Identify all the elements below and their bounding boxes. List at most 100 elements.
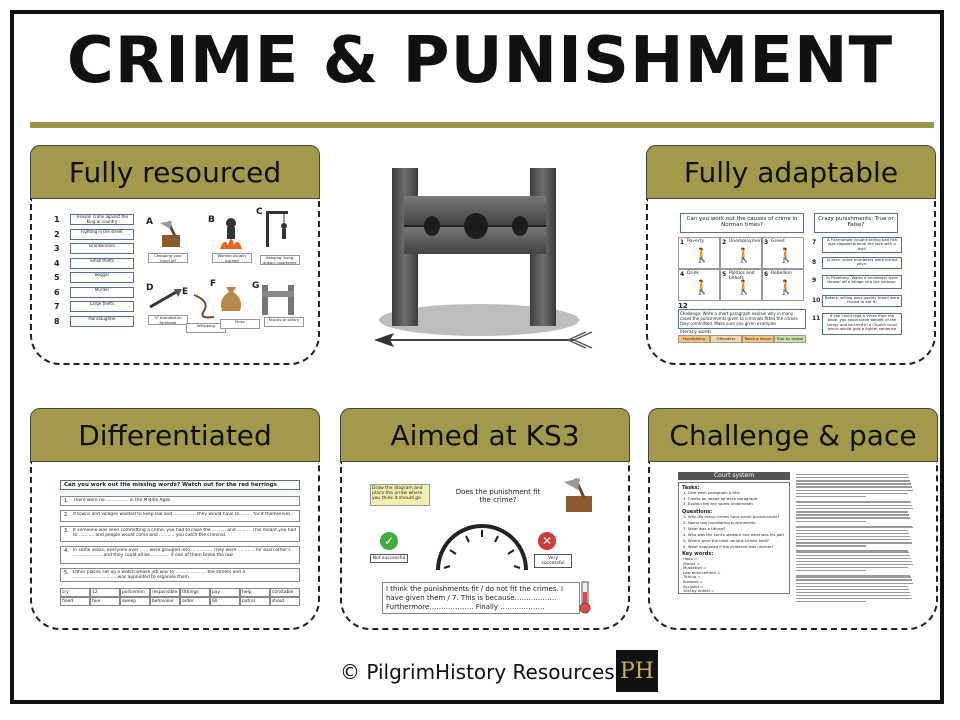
keyword-item: Trial by ordeal = (683, 588, 715, 594)
fact-box: In Kent, some murderers were buried aliv… (822, 257, 902, 269)
item-text: In some areas, everyone over ...... were… (73, 548, 291, 558)
not-successful-label: Not successful (370, 554, 408, 563)
crime-number: 5 (54, 273, 60, 282)
fill-item: 5. Other places set up a watch whose job … (60, 568, 300, 582)
ph-logo: PH (616, 650, 658, 692)
crime-number: 4 (54, 258, 60, 268)
stocks-image (370, 150, 588, 340)
word-bank-cell: 12 (90, 588, 120, 597)
item-number: 5. (64, 570, 69, 576)
text-line (796, 591, 910, 594)
text-line (796, 563, 913, 566)
card-heading: Fully adaptable (646, 145, 936, 199)
fill-item: 4. In some areas, everyone over ...... we… (60, 546, 300, 564)
word-bank-cell: cry (60, 588, 90, 597)
item-number: 2. (64, 512, 69, 518)
crime-box: Manslaughter (70, 315, 134, 327)
item-text: Other places set up a watch whose job wa… (73, 570, 245, 580)
text-line (796, 486, 912, 488)
card-heading: Differentiated (30, 408, 320, 462)
text-line (796, 525, 912, 527)
copyright-footer: © PilgrimHistory Resources. (340, 660, 622, 684)
word-bank-cell: help (240, 588, 270, 597)
fact-box: If you could read a verse from the bible… (822, 313, 902, 335)
cause-label: Greed (771, 239, 785, 244)
text-line (796, 560, 912, 563)
word-bank-cell: policemen (120, 588, 150, 597)
evaluation-sentence: I think the punishments fit / do not fit… (382, 582, 580, 614)
text-line (796, 532, 909, 535)
text-line (796, 526, 913, 529)
text-line (796, 545, 866, 547)
court-text-block (796, 474, 914, 606)
text-line (796, 575, 910, 577)
challenge-box: Challenge: Write a short paragraph expla… (678, 309, 806, 329)
text-line (796, 508, 913, 510)
cause-number: 5 (722, 271, 727, 278)
text-line (796, 529, 908, 532)
text-line (796, 570, 866, 572)
keyword-item: Hoax = (683, 556, 698, 561)
court-system-title: Court system (678, 472, 790, 480)
page-frame (10, 10, 944, 704)
question-item: 6. What happened if the evidence was unc… (683, 545, 774, 549)
cause-figure-icon: 🚶 (735, 248, 753, 264)
text-line (796, 557, 911, 560)
punishment-caption: Woman usually burned (212, 253, 252, 263)
punishment-letter: E (182, 287, 189, 297)
task-item: 3. Explain the key words underneath (683, 502, 753, 506)
axe-stump-icon (558, 476, 600, 514)
money-bag-icon (216, 281, 246, 315)
fact-number: 7 (812, 239, 817, 246)
word-bank-cell: 60 (210, 597, 240, 606)
word-bank-cell: tithings (180, 588, 210, 597)
text-line (796, 585, 908, 587)
word-bank-cell: sweep (120, 597, 150, 606)
text-line (796, 505, 912, 507)
fact-number: 10 (812, 297, 821, 304)
keywords-label: Key words: (682, 551, 714, 557)
item-number: 4. (64, 548, 69, 554)
text-line (796, 474, 908, 476)
text-line (796, 514, 909, 516)
fact-box: Bakers, selling poor quality bread were … (822, 295, 902, 307)
fact-number: 8 (812, 259, 817, 266)
gauge-diagram (430, 522, 534, 572)
cause-label: Politics and beliefs (729, 271, 755, 281)
task-item: 1. Give each paragraph a title (683, 491, 740, 495)
card-heading: Challenge & pace (648, 408, 938, 462)
text-line (796, 588, 909, 591)
word-bank-cell: fined (60, 597, 90, 606)
branding-iron-icon (148, 287, 184, 311)
very-successful-label: Very successful (534, 554, 572, 568)
item-number: 1. (64, 498, 69, 504)
text-line (796, 517, 910, 519)
crime-box: Fighting in the street (70, 228, 134, 240)
diagram-question: Does the punishment fit the crime? (455, 488, 541, 504)
word-bank-cell: pay (210, 588, 240, 597)
card-fully-adaptable: Fully adaptable Can you work out the cau… (646, 145, 936, 365)
missing-words-heading: Can you work out the missing words? Watc… (60, 480, 300, 490)
text-line (796, 477, 909, 479)
punishment-letter: G (252, 281, 260, 291)
fill-item: 1.There were no ................ in the … (60, 496, 300, 506)
text-line (796, 500, 910, 503)
crime-number: 6 (54, 287, 60, 297)
item-text: If someone was seen committing a crime, … (73, 528, 297, 538)
text-line (796, 567, 908, 569)
number-12: 12 (678, 302, 688, 310)
literacy-word: Trial by ordeal (774, 335, 806, 343)
tasks-label: Tasks: (682, 485, 700, 491)
crime-box: Murder (70, 286, 134, 298)
text-line (796, 501, 911, 504)
card-challenge-pace: Challenge & pace Court system Tasks: 1. … (648, 408, 938, 630)
text-line (796, 594, 911, 597)
text-line (796, 551, 909, 553)
keyword-item: Stocks = (683, 560, 700, 566)
question-item: 1. Why did many crimes have harsh punish… (683, 515, 780, 519)
text-line (796, 539, 911, 541)
